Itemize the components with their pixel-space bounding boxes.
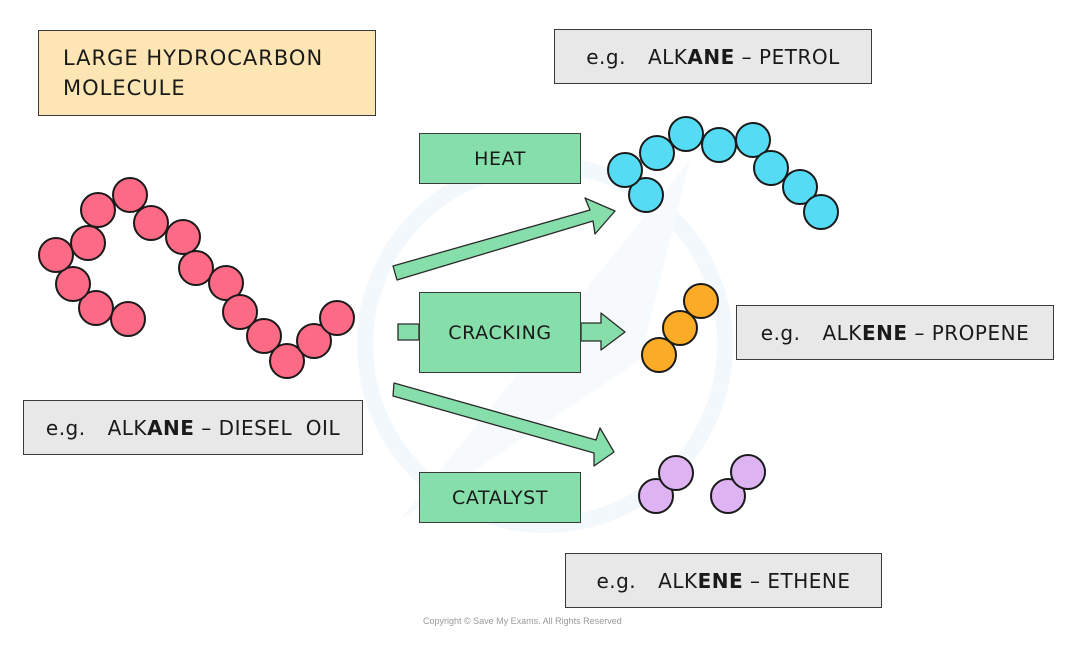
atom [222, 294, 258, 330]
copyright-notice: Copyright © Save My Exams. All Rights Re… [423, 616, 622, 626]
class-suffix: ANE [147, 415, 195, 440]
atom [55, 266, 91, 302]
atom [735, 122, 771, 158]
petrol-alkane-molecule [607, 116, 839, 230]
atom [668, 116, 704, 152]
atom [78, 290, 114, 326]
condition-catalyst: CATALYST [419, 472, 581, 523]
example-prefix: e.g. [586, 44, 626, 69]
atom [710, 478, 746, 514]
separator: – [907, 320, 932, 345]
compound-name: PETROL [759, 44, 840, 69]
arrow-to-ethene [392, 382, 615, 467]
separator: – [743, 568, 768, 593]
propene-molecule [641, 283, 719, 373]
large-hydrocarbon-label: LARGE HYDROCARBON MOLECULE [38, 30, 376, 116]
class-suffix: ENE [861, 320, 908, 345]
class-start: ALK [658, 568, 698, 593]
separator: – [734, 44, 760, 69]
atom [782, 169, 818, 205]
arrow-to-propene [580, 312, 626, 351]
atom [662, 310, 698, 346]
atom [178, 250, 214, 286]
atom [319, 300, 355, 336]
class-start: ALK [822, 320, 862, 345]
atom [607, 152, 643, 188]
atom [80, 192, 116, 228]
atom [753, 150, 789, 186]
process-cracking: CRACKING [419, 292, 581, 373]
atom [70, 225, 106, 261]
atom [296, 323, 332, 359]
class-start: ALK [107, 415, 148, 440]
compound-name: PROPENE [931, 320, 1030, 345]
atom [730, 454, 766, 490]
condition-heat: HEAT [419, 133, 581, 184]
condition-heat-label: HEAT [474, 147, 526, 170]
atom [701, 127, 737, 163]
atom [38, 237, 74, 273]
separator: – [194, 415, 219, 440]
atom [246, 318, 282, 354]
example-prefix: e.g. [45, 415, 86, 440]
example-prefix: e.g. [596, 568, 637, 593]
title-line-2: MOLECULE [63, 76, 186, 100]
ethene-molecules [638, 454, 766, 514]
class-start: ALK [647, 44, 688, 69]
atom [803, 194, 839, 230]
atom [658, 455, 694, 491]
atom [208, 265, 244, 301]
atom [165, 219, 201, 255]
class-suffix: ANE [687, 44, 735, 69]
condition-catalyst-label: CATALYST [451, 486, 549, 509]
class-suffix: ENE [697, 568, 744, 593]
example-prefix: e.g. [760, 320, 801, 345]
atom [641, 337, 677, 373]
atom [112, 177, 148, 213]
atom [638, 478, 674, 514]
compound-name: DIESEL OIL [218, 415, 341, 440]
atom [628, 177, 664, 213]
title-line-1: LARGE HYDROCARBON [63, 45, 324, 70]
large-alkane-molecule [38, 177, 355, 379]
arrow-to-petrol [392, 197, 616, 281]
atom [639, 135, 675, 171]
atom [683, 283, 719, 319]
atom [133, 205, 169, 241]
atom [110, 301, 146, 337]
process-cracking-label: CRACKING [448, 321, 552, 344]
atom [269, 343, 305, 379]
compound-name: ETHENE [767, 568, 851, 593]
